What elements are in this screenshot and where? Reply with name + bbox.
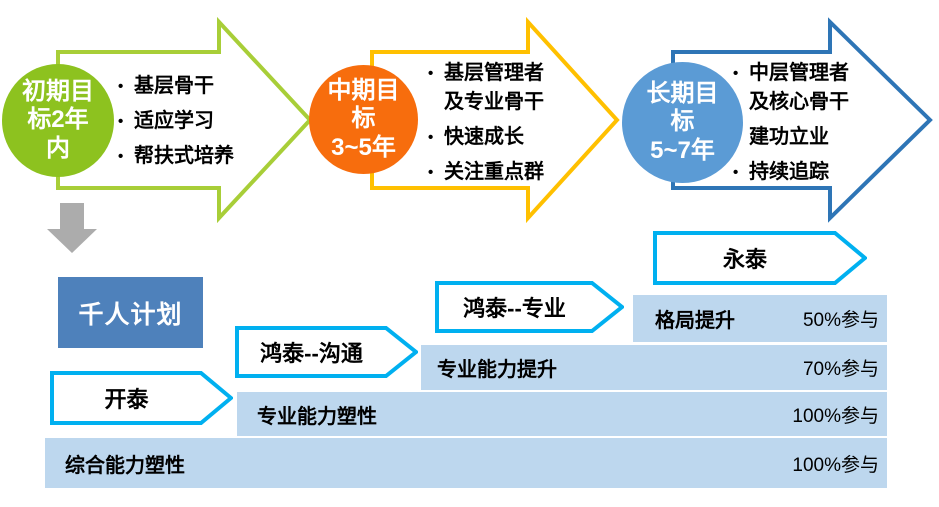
bullet-item: • 关注重点群 xyxy=(428,158,544,187)
bullet-item: • 快速成长 xyxy=(428,123,544,152)
phase1-circle: 初期目 标2年 内 xyxy=(2,64,114,177)
bullet-item: • 持续追踪 xyxy=(733,158,849,187)
program-hongtai-goutong: 鸿泰--沟通 xyxy=(235,326,418,378)
bullet-item: • 基层管理者 及专业骨干 xyxy=(428,59,544,117)
bullet-text: 中层管理者 及核心骨干 xyxy=(749,62,849,113)
stair-row-zhuanye-suxing: 专业能力塑性 100%参与 xyxy=(237,392,887,436)
participation-value: 100%参与 xyxy=(792,405,879,427)
chevron-shape xyxy=(435,281,624,333)
bullet-icon: • xyxy=(428,129,434,146)
stair-row-zonghe-suxing: 综合能力塑性 100%参与 xyxy=(45,438,887,488)
stair-row-geju: 格局提升 50%参与 xyxy=(633,295,887,342)
phase1-bullet-list: • 基层骨干 • 适应学习 • 帮扶式培养 xyxy=(118,72,234,177)
program-hongtai-zhuanye: 鸿泰--专业 xyxy=(435,281,624,333)
bullet-text: 适应学习 xyxy=(134,110,214,132)
phase3-circle: 长期目 标 5~7年 xyxy=(622,62,743,183)
program-label: 永泰 xyxy=(722,247,767,272)
down-arrow-icon xyxy=(47,203,97,253)
participation-value: 100%参与 xyxy=(792,454,879,476)
phase3-arrow-outline xyxy=(671,17,933,223)
participation-value: 70%参与 xyxy=(802,359,879,380)
bullet-icon: • xyxy=(118,148,124,165)
bullet-text: 帮扶式培养 xyxy=(134,145,234,167)
bullet-item: • 建功立业 xyxy=(733,123,849,152)
bullet-item: • 适应学习 xyxy=(118,107,234,136)
bullet-text: 关注重点群 xyxy=(444,161,544,183)
phase3-circle-label: 长期目 标 5~7年 xyxy=(646,80,719,164)
bullet-text: 基层骨干 xyxy=(134,75,214,97)
program-kaitai: 开泰 xyxy=(50,371,233,425)
bullet-icon: • xyxy=(428,65,434,82)
bullet-icon: • xyxy=(733,65,739,82)
stair-label: 专业能力塑性 xyxy=(257,405,377,428)
bullet-text: 基层管理者 及专业骨干 xyxy=(444,62,544,113)
bullet-item: • 帮扶式培养 xyxy=(118,142,234,171)
program-label: 鸿泰--沟通 xyxy=(260,341,363,366)
plan-box: 千人计划 xyxy=(58,277,203,348)
bullet-icon: • xyxy=(733,164,739,181)
phase1-circle-label: 初期目 标2年 内 xyxy=(22,78,94,162)
bullet-item: • 基层骨干 xyxy=(118,72,234,101)
phase3-bullet-list: • 中层管理者 及核心骨干 • 建功立业 • 持续追踪 xyxy=(733,59,849,193)
chevron-shape xyxy=(50,371,233,425)
bullet-item: • 中层管理者 及核心骨干 xyxy=(733,59,849,117)
bullet-text: 建功立业 xyxy=(749,126,829,148)
phase2-arrow-outline xyxy=(370,16,620,224)
phase1-arrow-outline xyxy=(56,16,313,224)
bullet-icon: • xyxy=(118,113,124,130)
phase2-circle: 中期目 标 3~5年 xyxy=(309,65,418,174)
phase2-circle-label: 中期目 标 3~5年 xyxy=(327,77,400,161)
bullet-text: 快速成长 xyxy=(444,126,524,148)
program-label: 开泰 xyxy=(104,387,149,412)
stair-row-tisheng: 专业能力提升 70%参与 xyxy=(421,345,887,390)
bullet-icon: • xyxy=(118,78,124,95)
plan-box-label: 千人计划 xyxy=(78,300,183,329)
program-label: 鸿泰--专业 xyxy=(463,296,566,321)
phase2-bullet-list: • 基层管理者 及专业骨干 • 快速成长 • 关注重点群 xyxy=(428,59,544,193)
bullet-icon: • xyxy=(428,164,434,181)
program-yongtai: 永泰 xyxy=(653,231,867,285)
stair-label: 综合能力塑性 xyxy=(65,454,185,477)
bullet-text: 持续追踪 xyxy=(749,161,829,183)
participation-value: 50%参与 xyxy=(802,310,879,331)
chevron-shape xyxy=(653,231,867,285)
stair-label: 专业能力提升 xyxy=(437,359,557,381)
chevron-shape xyxy=(235,326,418,378)
stair-label: 格局提升 xyxy=(655,310,735,332)
